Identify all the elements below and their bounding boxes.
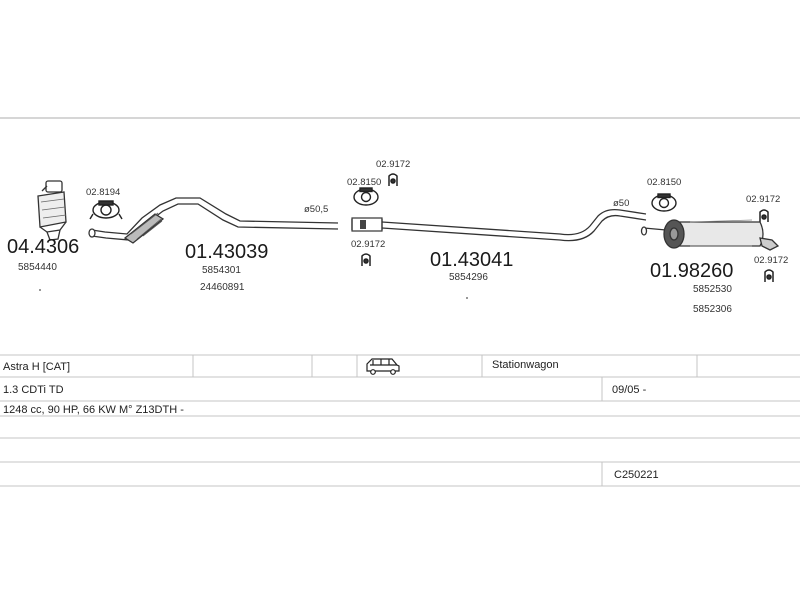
front-pipe-oem-number-1: 5854301 [202, 265, 241, 276]
rubber-mount-icon [764, 269, 774, 282]
rear-diameter-label: ø50 [613, 198, 629, 209]
mount-middle-top[interactable]: 02.9172 [376, 159, 410, 186]
rubber-mount-icon [759, 209, 769, 222]
exhaust-clamp-icon [353, 187, 379, 206]
rear-silencer-part[interactable]: 01.98260 5852530 5852306 [640, 219, 780, 315]
exhaust-clamp-icon [651, 193, 677, 212]
station-wagon-car-icon [366, 358, 400, 375]
catalyst-part[interactable]: 04.4306 5854440 [7, 180, 79, 273]
catalyst-oem-number: 5854440 [18, 262, 57, 273]
vehicle-body-type: Stationwagon [492, 359, 559, 371]
middle-pipe-icon [381, 208, 647, 242]
catalyst-part-number: 04.4306 [7, 236, 79, 258]
mount-rear-top[interactable]: 02.9172 [746, 194, 780, 222]
mount-middle-bottom[interactable]: 02.9172 [351, 239, 385, 266]
vehicle-spec: 1248 cc, 90 HP, 66 KW M° Z13DTH - [3, 404, 184, 416]
catalyst-icon [37, 180, 67, 241]
clamp-front-number: 02.8194 [86, 187, 120, 198]
rear-silencer-icon [640, 219, 780, 251]
marker-dot [39, 289, 41, 291]
front-pipe-icon [88, 197, 339, 244]
vehicle-model: Astra H [CAT] [3, 361, 70, 373]
middle-joint-flange [351, 217, 383, 232]
clamp-front[interactable]: 02.8194 [86, 187, 123, 220]
vehicle-info-table [0, 354, 800, 487]
rubber-mount-icon [388, 173, 398, 186]
clamp-rear-number: 02.8150 [647, 177, 681, 188]
mount-rear-bottom[interactable]: 02.9172 [754, 255, 788, 282]
mount-middle-top-number: 02.9172 [376, 159, 410, 170]
front-pipe-part-number: 01.43039 [185, 241, 268, 263]
vehicle-engine: 1.3 CDTi TD [3, 384, 64, 396]
middle-pipe-oem-number: 5854296 [449, 272, 488, 283]
vehicle-code: C250221 [614, 469, 659, 481]
front-pipe-part[interactable]: 01.43039 5854301 24460891 [88, 197, 339, 293]
marker-dot [466, 297, 468, 299]
mount-middle-bottom-number: 02.9172 [351, 239, 385, 250]
mount-rear-top-number: 02.9172 [746, 194, 780, 205]
middle-diameter-label: ø50,5 [304, 204, 328, 215]
rubber-mount-icon [361, 253, 371, 266]
middle-pipe-part-number: 01.43041 [430, 249, 513, 271]
mount-rear-bottom-number: 02.9172 [754, 255, 788, 266]
rear-silencer-oem-number-1: 5852530 [693, 284, 732, 295]
clamp-middle-number: 02.8150 [347, 177, 381, 188]
front-pipe-oem-number-2: 24460891 [200, 282, 245, 293]
exhaust-clamp-icon [89, 200, 123, 220]
rear-silencer-part-number: 01.98260 [650, 260, 733, 282]
clamp-middle[interactable]: 02.8150 [347, 177, 381, 206]
vehicle-date: 09/05 - [612, 384, 647, 396]
rear-silencer-oem-number-2: 5852306 [693, 304, 732, 315]
middle-pipe-part[interactable]: 01.43041 5854296 [381, 208, 647, 283]
clamp-rear[interactable]: 02.8150 [647, 177, 681, 212]
